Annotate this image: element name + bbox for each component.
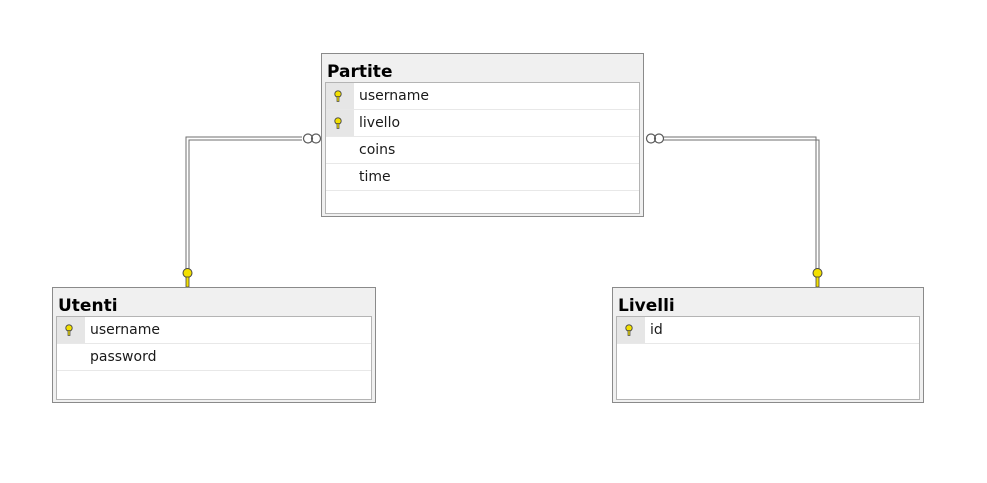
table-livelli[interactable]: Livelli id: [612, 287, 924, 403]
column-list: username password: [56, 316, 372, 400]
row-selector: [57, 344, 85, 370]
primary-key-icon: [625, 324, 633, 336]
column-name: username: [90, 322, 160, 338]
key-icon: [182, 268, 193, 288]
column-list: username livello coins time: [325, 82, 640, 214]
relationship-utenti-partite[interactable]: [185, 136, 302, 270]
column-name: coins: [359, 142, 396, 158]
table-title: Livelli: [618, 296, 675, 316]
column-row[interactable]: id: [617, 317, 919, 344]
relationship-livelli-partite[interactable]: [663, 136, 820, 270]
infinity-icon: [645, 133, 665, 144]
primary-key-icon: [65, 324, 73, 336]
table-utenti[interactable]: Utenti username password: [52, 287, 376, 403]
column-row[interactable]: password: [57, 344, 371, 371]
column-row[interactable]: time: [326, 164, 639, 191]
column-row[interactable]: livello: [326, 110, 639, 137]
primary-key-icon: [334, 90, 342, 102]
column-name: time: [359, 169, 391, 185]
row-selector: [326, 137, 354, 163]
column-row[interactable]: username: [326, 83, 639, 110]
row-selector: [326, 164, 354, 190]
table-title: Partite: [327, 62, 393, 82]
column-name: username: [359, 88, 429, 104]
column-list: id: [616, 316, 920, 400]
infinity-icon: [302, 133, 322, 144]
column-name: password: [90, 349, 157, 365]
column-row[interactable]: username: [57, 317, 371, 344]
column-row[interactable]: coins: [326, 137, 639, 164]
column-name: id: [650, 322, 663, 338]
table-partite[interactable]: Partite username livello coins time: [321, 53, 644, 217]
table-title: Utenti: [58, 296, 118, 316]
primary-key-icon: [334, 117, 342, 129]
column-name: livello: [359, 115, 401, 131]
key-icon: [812, 268, 823, 288]
